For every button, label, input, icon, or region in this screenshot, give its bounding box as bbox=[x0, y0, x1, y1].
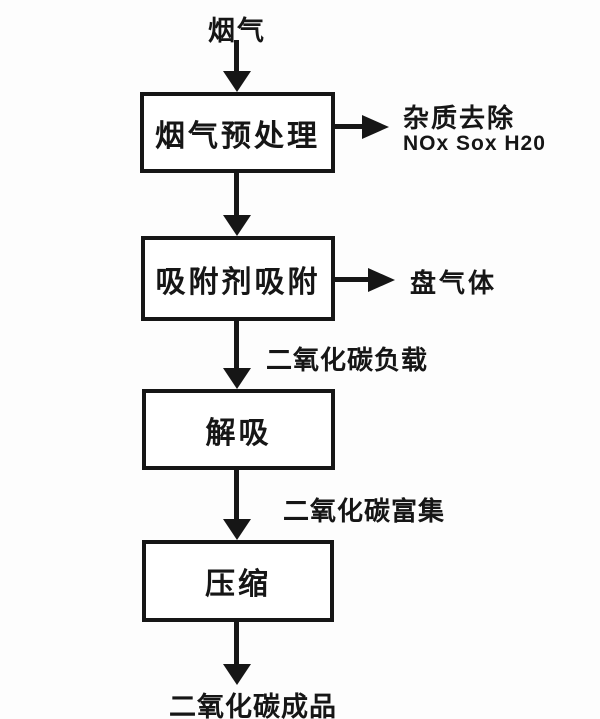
arrow-down-icon bbox=[223, 519, 251, 540]
arrow-down-icon bbox=[223, 664, 251, 685]
branch-label-impurities: 杂质去除 NOx Sox H20 bbox=[403, 105, 546, 154]
process-box-adsorption: 吸附剂吸附 bbox=[141, 236, 335, 321]
arrow-down-icon bbox=[223, 368, 251, 389]
process-box-label: 烟气预处理 bbox=[155, 119, 320, 153]
branch-line-1 bbox=[333, 124, 365, 129]
stream-label-co2-loaded: 二氧化碳负载 bbox=[266, 345, 429, 375]
flow-line-input bbox=[234, 40, 239, 74]
branch-label-subtitle: NOx Sox H20 bbox=[403, 132, 546, 155]
flow-line-3-4 bbox=[234, 470, 239, 520]
process-box-desorption: 解吸 bbox=[142, 389, 335, 470]
output-stream-label: 二氧化碳成品 bbox=[169, 692, 337, 719]
process-box-compression: 压缩 bbox=[142, 540, 334, 622]
stream-label-co2-enriched: 二氧化碳富集 bbox=[283, 496, 446, 526]
process-box-label: 解吸 bbox=[205, 416, 272, 450]
branch-line-2 bbox=[333, 277, 371, 282]
branch-label-lean-gas: 盘气体 bbox=[410, 268, 498, 298]
flow-line-2-3 bbox=[234, 321, 239, 371]
arrow-down-icon bbox=[223, 71, 251, 92]
branch-label-title: 杂质去除 bbox=[403, 103, 516, 133]
process-box-label: 吸附剂吸附 bbox=[155, 265, 321, 299]
arrow-down-icon bbox=[223, 215, 251, 236]
process-box-pretreatment: 烟气预处理 bbox=[140, 92, 335, 173]
arrow-right-icon bbox=[368, 268, 395, 292]
flow-line-1-2 bbox=[234, 173, 239, 218]
arrow-right-icon bbox=[362, 115, 389, 139]
flow-line-output bbox=[234, 622, 239, 667]
process-box-label: 压缩 bbox=[205, 568, 271, 601]
